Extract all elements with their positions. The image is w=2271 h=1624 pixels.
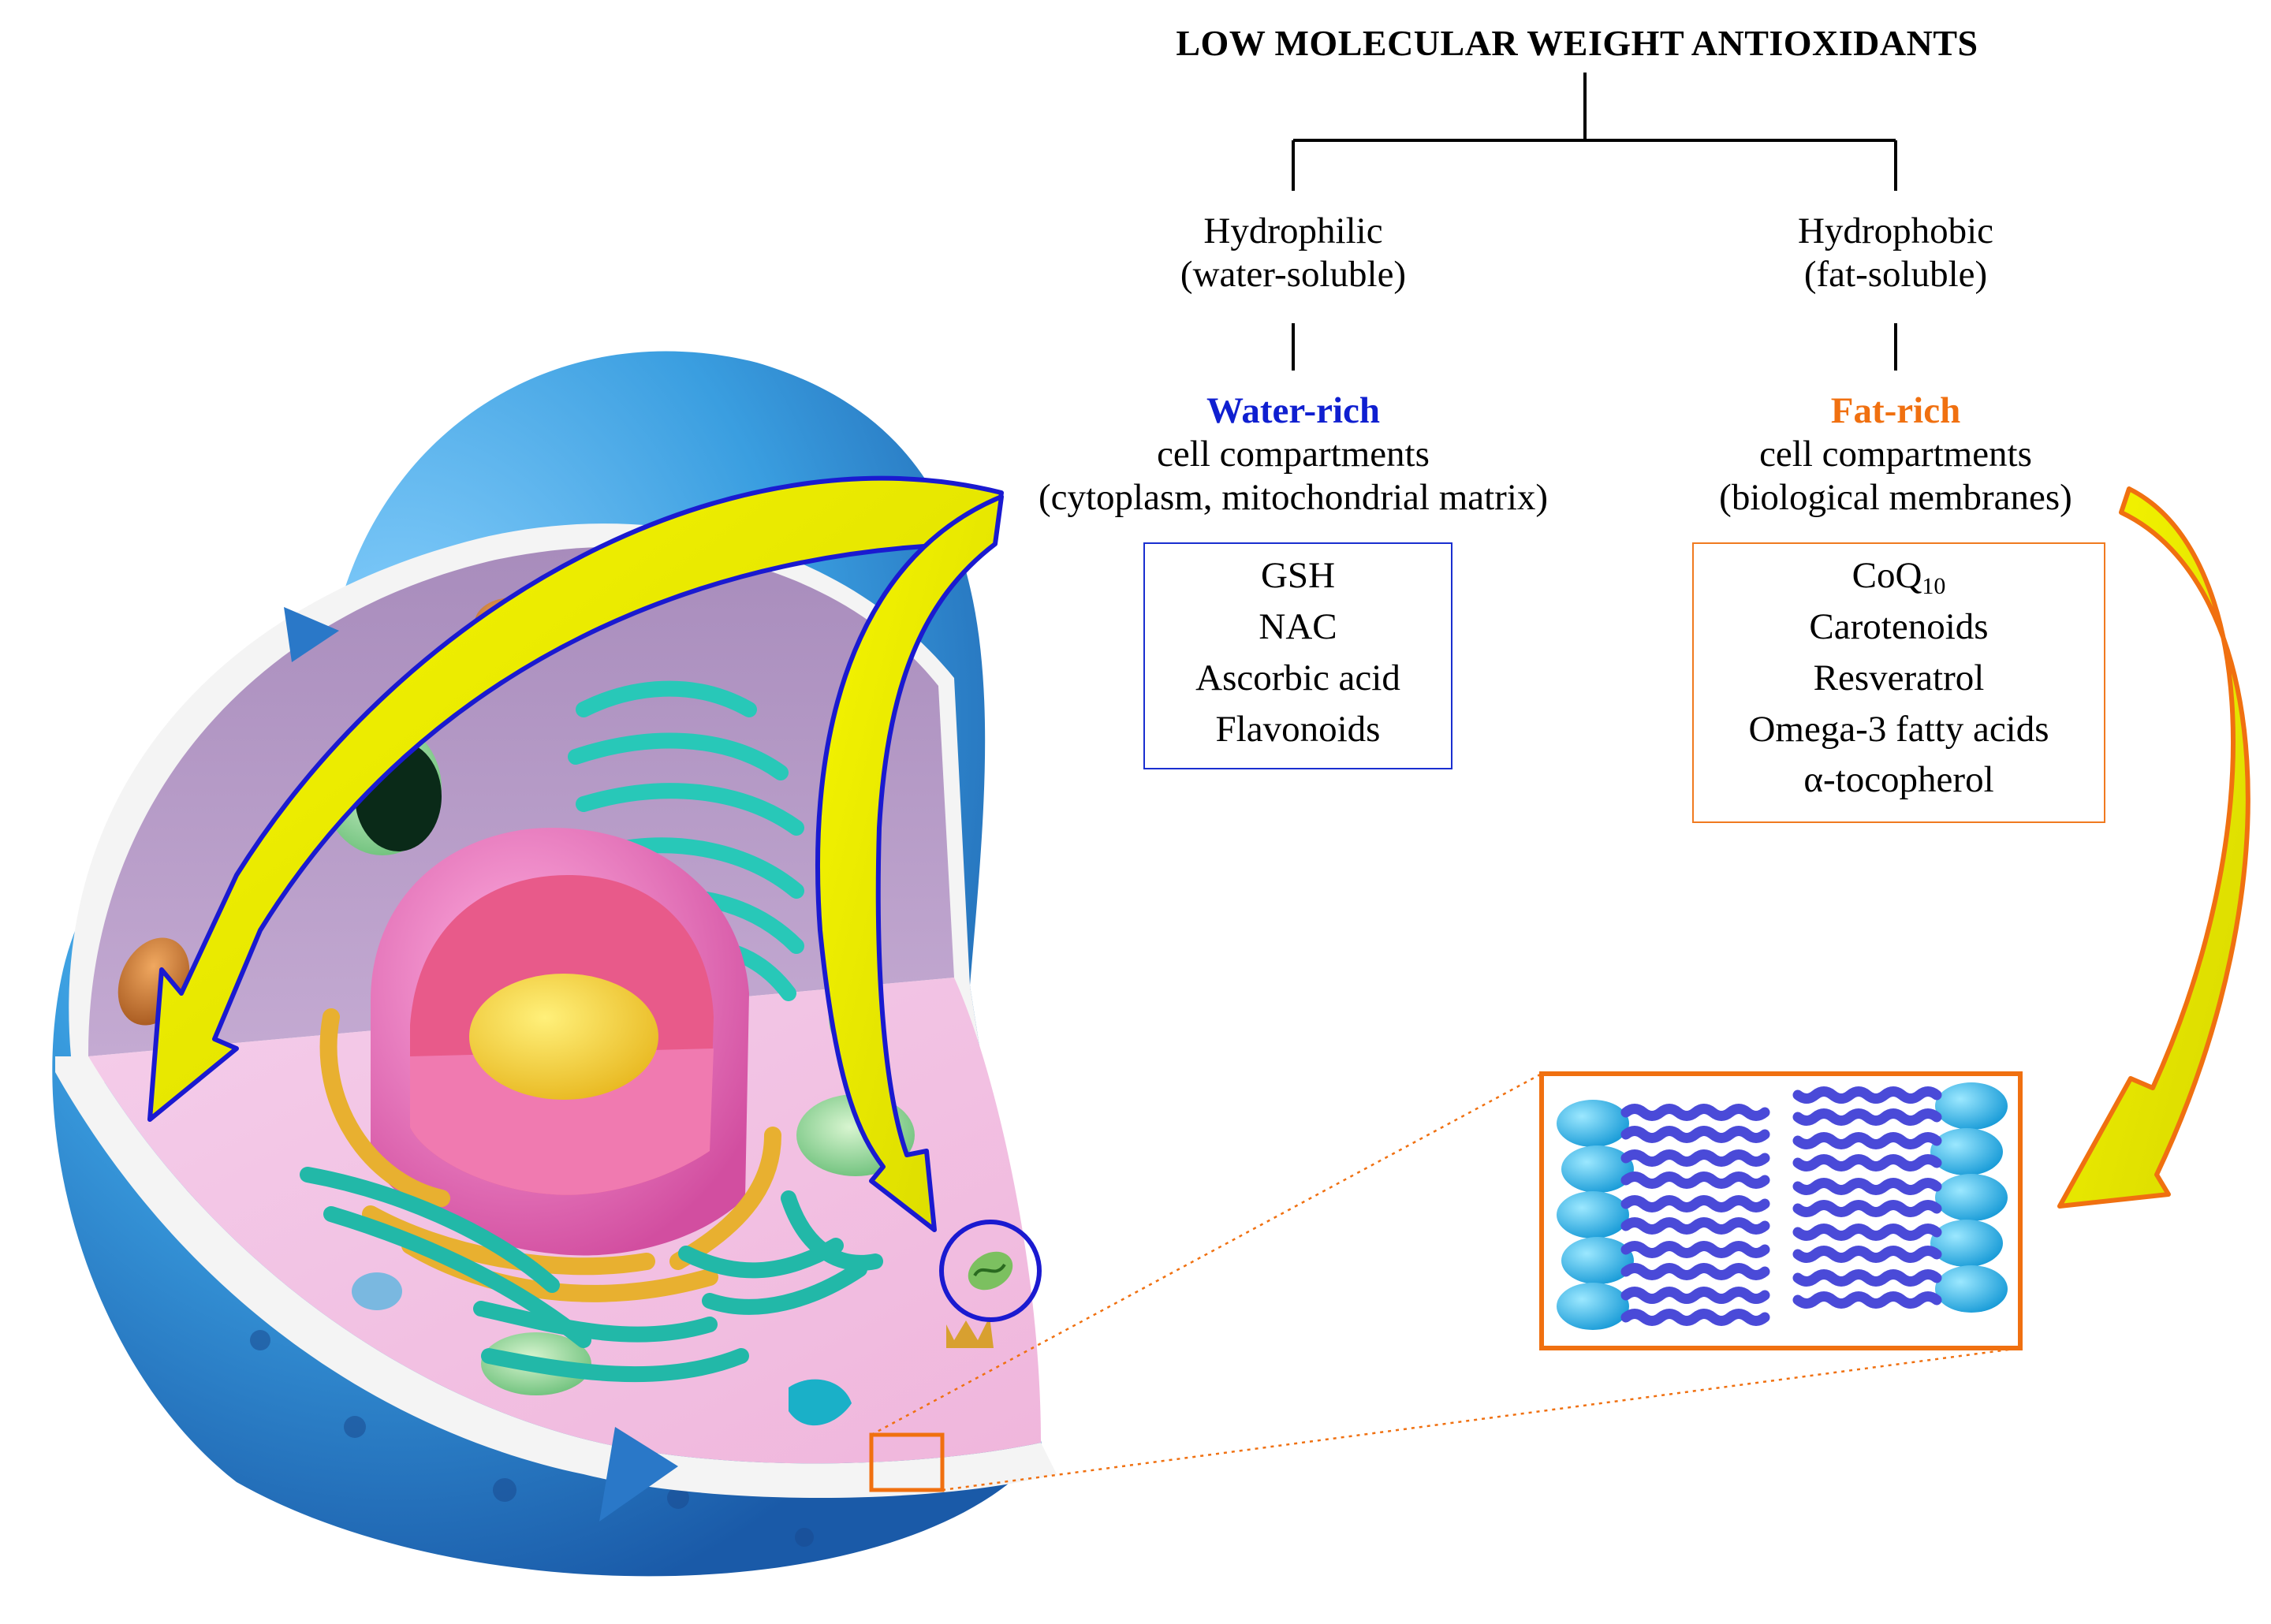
- cytoplasm-back-wall: [88, 546, 954, 1056]
- fat-compartments-examples: (biological membranes): [1719, 476, 2072, 518]
- mitochondrion-highlight: [939, 1220, 1042, 1322]
- nucleolus: [469, 974, 658, 1100]
- lipid-tail: [1792, 1200, 1942, 1217]
- lipid-head: [1561, 1237, 1634, 1284]
- coq-base: CoQ: [1851, 555, 1922, 596]
- lipid-head: [1935, 1082, 2008, 1130]
- lipid-tail: [1792, 1108, 1942, 1126]
- lipid-head: [1557, 1283, 1629, 1330]
- tree-connectors: [1292, 73, 1897, 371]
- lipid-tail: [1792, 1132, 1942, 1149]
- lipid-head: [1930, 1220, 2003, 1267]
- hydrophobic-antioxidants-box: CoQ10 Carotenoids Resveratrol Omega-3 fa…: [1692, 542, 2105, 823]
- water-compartments-examples: (cytoplasm, mitochondrial matrix): [1038, 476, 1549, 518]
- lipid-tail: [1620, 1263, 1770, 1280]
- hydrophobic-header: Hydrophobic (fat-soluble): [1604, 210, 2187, 296]
- smooth-er: [300, 1167, 883, 1383]
- curved-arrow: [815, 494, 1004, 1232]
- water-rich-compartments: Water-rich cell compartments (cytoplasm,…: [1001, 389, 1585, 520]
- hydrophilic-antioxidants-box: GSH NAC Ascorbic acid Flavonoids: [1143, 542, 1452, 769]
- lysosome: [352, 1272, 402, 1310]
- nucleus: [371, 828, 749, 1256]
- coq-subscript: 10: [1922, 573, 1946, 599]
- hydrophilic-label: Hydrophilic: [1203, 210, 1383, 251]
- antioxidant-item-coq10: CoQ10: [1694, 550, 2104, 602]
- water-rich-arrows: [147, 475, 1004, 1232]
- lipid-tail: [1620, 1171, 1770, 1189]
- lipid-tail: [1620, 1217, 1770, 1235]
- lipid-head: [1935, 1265, 2008, 1313]
- lipid-tail: [1792, 1154, 1942, 1171]
- cell-illustration: [52, 351, 1057, 1577]
- lipid-head: [1561, 1145, 1634, 1193]
- lipid-tail: [1620, 1309, 1770, 1326]
- lipid-head: [1557, 1191, 1629, 1238]
- antioxidant-item: Flavonoids: [1215, 708, 1381, 750]
- hydrophilic-header: Hydrophilic (water-soluble): [1001, 210, 1585, 296]
- antioxidant-item: GSH: [1260, 555, 1336, 596]
- lipid-tail: [1792, 1086, 1942, 1104]
- phospholipid-bilayer: [1539, 1071, 2023, 1350]
- lipid-tail: [1792, 1246, 1942, 1263]
- lipid-head: [1935, 1174, 2008, 1221]
- lipid-tail: [1620, 1195, 1770, 1212]
- membrane-zoom-source: [869, 1432, 945, 1492]
- lipid-tail: [1620, 1241, 1770, 1258]
- lipid-tail: [1792, 1291, 1942, 1309]
- lipid-head: [1557, 1100, 1629, 1147]
- water-compartments-label: cell compartments: [1157, 433, 1430, 475]
- antioxidant-item: Carotenoids: [1809, 605, 1989, 647]
- antioxidant-item: Omega-3 fatty acids: [1748, 708, 2049, 750]
- lipid-tail: [1792, 1224, 1942, 1241]
- fat-rich-arrow: [2057, 486, 2250, 1209]
- diagram-title: LOW MOLECULAR WEIGHT ANTIOXIDANTS: [1176, 23, 1978, 63]
- hydrophobic-label: Hydrophobic: [1797, 210, 1993, 251]
- lipid-tail: [1792, 1269, 1942, 1287]
- fat-rich-label: Fat-rich: [1830, 390, 1961, 431]
- lipid-tail: [1620, 1104, 1770, 1121]
- fat-compartments-label: cell compartments: [1759, 433, 2032, 475]
- lipid-head: [1930, 1128, 2003, 1175]
- antioxidant-item: NAC: [1259, 605, 1337, 647]
- antioxidant-item: Ascorbic acid: [1195, 657, 1400, 698]
- lipid-tail: [1620, 1149, 1770, 1167]
- hydrophilic-note: (water-soluble): [1180, 253, 1407, 295]
- hydrophobic-note: (fat-soluble): [1803, 253, 1988, 295]
- lipid-tail: [1620, 1287, 1770, 1304]
- curved-arrow: [147, 475, 1004, 1122]
- lipid-tail: [1792, 1178, 1942, 1195]
- fat-rich-compartments: Fat-rich cell compartments (biological m…: [1604, 389, 2187, 520]
- zoom-lines: [871, 1072, 2021, 1492]
- centriole: [789, 1379, 852, 1426]
- antioxidant-item: Resveratrol: [1813, 657, 1985, 698]
- lipid-tail: [1620, 1126, 1770, 1143]
- antioxidant-item: α-tocopherol: [1803, 759, 1994, 801]
- water-rich-label: Water-rich: [1206, 390, 1381, 431]
